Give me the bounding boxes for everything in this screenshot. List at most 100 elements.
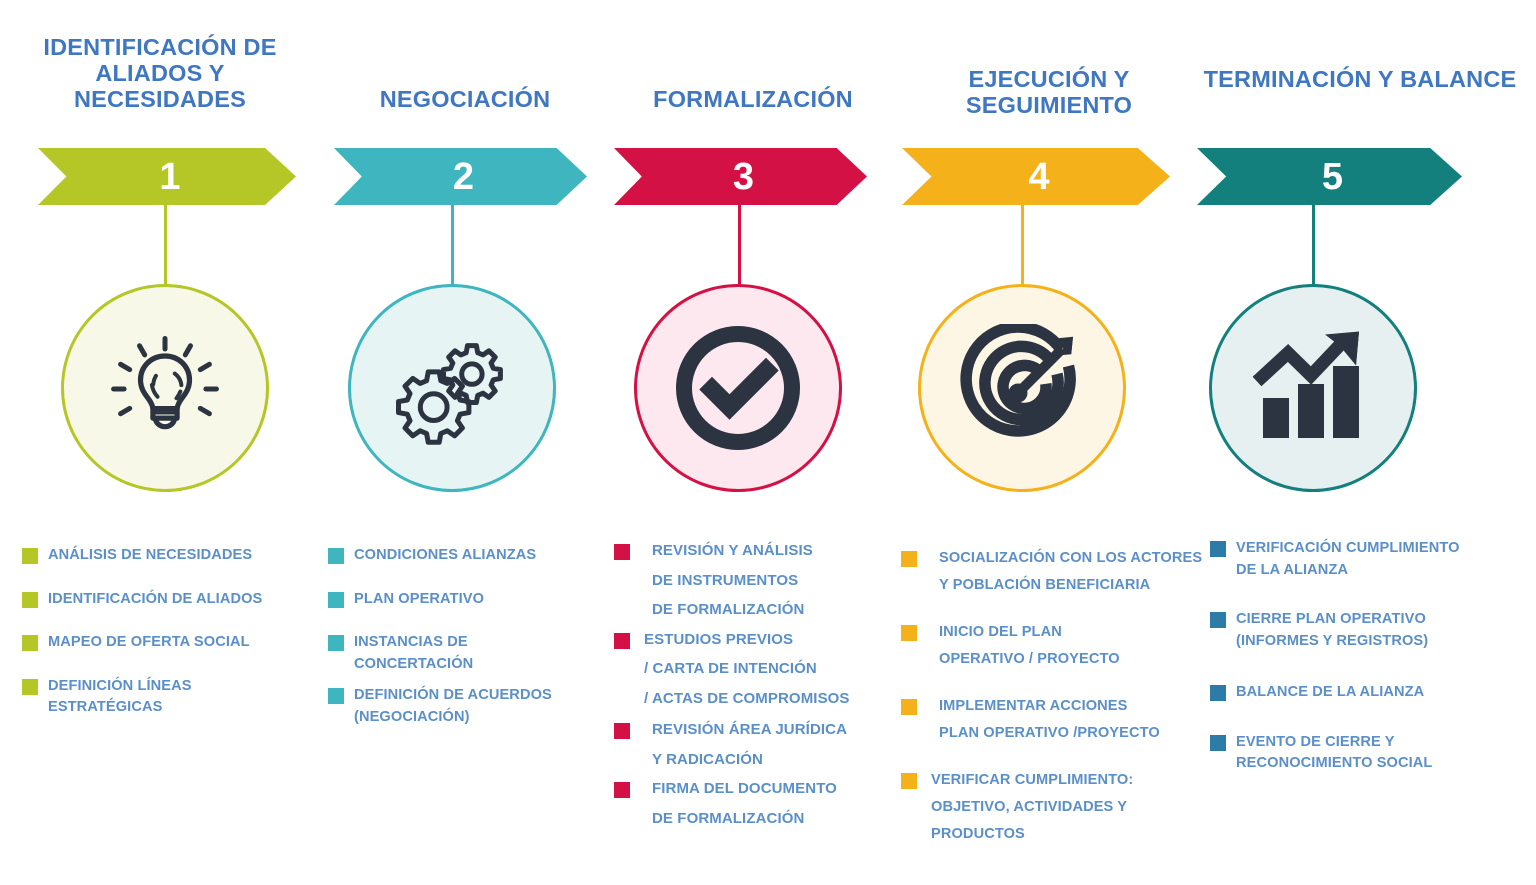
list-item: MAPEO DE OFERTA SOCIAL bbox=[22, 632, 310, 654]
list-item-label: DEFINICIÓN LÍNEAS ESTRATÉGICAS bbox=[48, 677, 192, 716]
list-item-label: VERIFICAR CUMPLIMIENTO: OBJETIVO, ACTIVI… bbox=[931, 772, 1134, 842]
list-item-label: MAPEO DE OFERTA SOCIAL bbox=[48, 634, 250, 650]
list-item-label: PLAN OPERATIVO bbox=[354, 590, 485, 607]
list-item: FIRMA DEL DOCUMENTO DE FORMALIZACIÓN bbox=[614, 774, 898, 833]
bullet-square-icon bbox=[22, 548, 38, 564]
list-item-label: FIRMA DEL DOCUMENTO DE FORMALIZACIÓN bbox=[652, 780, 837, 827]
process-step-2: NEGOCIACIÓN 2 CONDICIONES ALIANZAS bbox=[320, 0, 610, 885]
list-item-label: ANÁLISIS DE NECESIDADES bbox=[48, 547, 253, 563]
step-5-title: TERMINACIÓN Y BALANCE bbox=[1203, 66, 1517, 92]
list-item: IMPLEMENTAR ACCIONES PLAN OPERATIVO /PRO… bbox=[901, 693, 1205, 747]
list-item: CIERRE PLAN OPERATIVO (INFORMES Y REGIST… bbox=[1210, 609, 1520, 652]
bullet-square-icon bbox=[22, 635, 38, 651]
list-item-label: INICIO DEL PLAN OPERATIVO / PROYECTO bbox=[939, 624, 1120, 667]
bullet-square-icon bbox=[614, 544, 630, 560]
step-3-connector bbox=[738, 196, 741, 288]
list-item: CONDICIONES ALIANZAS bbox=[328, 545, 610, 567]
bullet-square-icon bbox=[901, 699, 917, 715]
bullet-square-icon bbox=[614, 723, 630, 739]
step-2-icon-circle bbox=[348, 284, 556, 492]
list-item-label: ESTUDIOS PREVIOS / CARTA DE INTENCIÓN / … bbox=[644, 630, 850, 707]
bullet-square-icon bbox=[328, 548, 344, 564]
step-2-banner: 2 bbox=[334, 148, 587, 205]
step-4-banner: 4 bbox=[902, 148, 1170, 205]
step-1-icon-circle bbox=[61, 284, 269, 492]
step-4-title: EJECUCIÓN Y SEGUIMIENTO bbox=[965, 66, 1133, 118]
list-item: VERIFICACIÓN CUMPLIMIENTO DE LA ALIANZA bbox=[1210, 538, 1520, 581]
list-item: REVISIÓN ÁREA JURÍDICA Y RADICACIÓN bbox=[614, 715, 898, 774]
step-1-connector bbox=[164, 196, 167, 288]
step-3-icon-circle bbox=[634, 284, 842, 492]
step-5-number: 5 bbox=[1321, 155, 1344, 198]
bullet-square-icon bbox=[328, 591, 344, 608]
step-1-banner: 1 bbox=[38, 148, 296, 205]
target-icon bbox=[958, 324, 1086, 452]
list-item: ESTUDIOS PREVIOS / CARTA DE INTENCIÓN / … bbox=[614, 625, 898, 714]
list-item: DEFINICIÓN LÍNEAS ESTRATÉGICAS bbox=[22, 676, 310, 719]
list-item: IDENTIFICACIÓN DE ALIADOS bbox=[22, 589, 310, 611]
list-item-label: IMPLEMENTAR ACCIONES PLAN OPERATIVO /PRO… bbox=[939, 698, 1160, 741]
list-item-label: IDENTIFICACIÓN DE ALIADOS bbox=[48, 590, 263, 607]
list-item: DEFINICIÓN DE ACUERDOS (NEGOCIACIÓN) bbox=[328, 685, 610, 728]
list-item: BALANCE DE LA ALIANZA bbox=[1210, 682, 1520, 704]
list-item: REVISIÓN Y ANÁLISIS DE INSTRUMENTOS DE F… bbox=[614, 536, 898, 625]
list-item-label: DEFINICIÓN DE ACUERDOS (NEGOCIACIÓN) bbox=[354, 687, 552, 725]
bullet-square-icon bbox=[614, 632, 630, 649]
bullet-square-icon bbox=[614, 782, 630, 798]
list-item: INSTANCIAS DE CONCERTACIÓN bbox=[328, 632, 610, 675]
process-step-1: IDENTIFICACIÓN DE ALIADOS Y NECESIDADES … bbox=[10, 0, 310, 885]
bullet-square-icon bbox=[901, 551, 917, 567]
bullet-square-icon bbox=[1210, 612, 1226, 628]
step-3-bullet-list: REVISIÓN Y ANÁLISIS DE INSTRUMENTOS DE F… bbox=[614, 536, 898, 833]
check-circle-icon bbox=[673, 323, 803, 453]
bullet-square-icon bbox=[328, 635, 344, 651]
step-5-connector bbox=[1312, 196, 1315, 288]
bullet-square-icon bbox=[901, 773, 917, 789]
list-item: ANÁLISIS DE NECESIDADES bbox=[22, 545, 310, 567]
step-3-title: FORMALIZACIÓN bbox=[653, 86, 853, 112]
list-item-label: REVISIÓN ÁREA JURÍDICA Y RADICACIÓN bbox=[652, 721, 848, 768]
bullet-square-icon bbox=[1210, 734, 1226, 751]
bullet-square-icon bbox=[328, 688, 344, 704]
step-4-connector bbox=[1021, 196, 1024, 288]
step-2-number: 2 bbox=[452, 155, 475, 198]
list-item-label: SOCIALIZACIÓN CON LOS ACTORES Y POBLACIÓ… bbox=[939, 550, 1203, 593]
step-1-number: 1 bbox=[159, 155, 181, 198]
step-2-bullet-list: CONDICIONES ALIANZAS PLAN OPERATIVO INST… bbox=[328, 545, 610, 728]
step-4-icon-circle bbox=[918, 284, 1126, 492]
lightbulb-icon bbox=[105, 328, 225, 448]
list-item: SOCIALIZACIÓN CON LOS ACTORES Y POBLACIÓ… bbox=[901, 545, 1205, 599]
list-item: PLAN OPERATIVO bbox=[328, 589, 610, 611]
step-5-icon-circle bbox=[1209, 284, 1417, 492]
list-item-label: BALANCE DE LA ALIANZA bbox=[1236, 684, 1425, 700]
list-item-label: INSTANCIAS DE CONCERTACIÓN bbox=[354, 634, 474, 672]
gears-icon bbox=[392, 328, 512, 448]
bullet-square-icon bbox=[1210, 685, 1226, 701]
list-item-label: CONDICIONES ALIANZAS bbox=[354, 547, 537, 563]
step-4-bullet-list: SOCIALIZACIÓN CON LOS ACTORES Y POBLACIÓ… bbox=[901, 545, 1205, 848]
step-3-number: 3 bbox=[732, 155, 755, 198]
step-1-bullet-list: ANÁLISIS DE NECESIDADES IDENTIFICACIÓN D… bbox=[22, 545, 310, 719]
list-item-label: EVENTO DE CIERRE Y RECONOCIMIENTO SOCIAL bbox=[1236, 733, 1433, 772]
process-step-3: FORMALIZACIÓN 3 REVISIÓN Y ANÁLISIS DE I… bbox=[608, 0, 898, 885]
list-item: EVENTO DE CIERRE Y RECONOCIMIENTO SOCIAL bbox=[1210, 732, 1520, 775]
list-item-label: REVISIÓN Y ANÁLISIS DE INSTRUMENTOS DE F… bbox=[652, 542, 813, 618]
step-3-banner: 3 bbox=[614, 148, 867, 205]
process-step-4: EJECUCIÓN Y SEGUIMIENTO 4 SOCIA bbox=[893, 0, 1205, 885]
growth-chart-icon bbox=[1251, 326, 1375, 450]
step-1-title: IDENTIFICACIÓN DE ALIADOS Y NECESIDADES bbox=[43, 34, 277, 112]
list-item: INICIO DEL PLAN OPERATIVO / PROYECTO bbox=[901, 619, 1205, 673]
list-item-label: VERIFICACIÓN CUMPLIMIENTO DE LA ALIANZA bbox=[1236, 540, 1460, 578]
step-2-connector bbox=[451, 196, 454, 288]
bullet-square-icon bbox=[22, 591, 38, 608]
step-2-title: NEGOCIACIÓN bbox=[379, 86, 551, 112]
bullet-square-icon bbox=[22, 678, 38, 695]
step-4-number: 4 bbox=[1028, 155, 1050, 198]
list-item: VERIFICAR CUMPLIMIENTO: OBJETIVO, ACTIVI… bbox=[901, 767, 1205, 848]
step-5-bullet-list: VERIFICACIÓN CUMPLIMIENTO DE LA ALIANZA … bbox=[1210, 538, 1520, 775]
step-5-banner: 5 bbox=[1197, 148, 1462, 205]
bullet-square-icon bbox=[901, 625, 917, 641]
process-step-5: TERMINACIÓN Y BALANCE 5 VERIFICACIÓN CUM… bbox=[1197, 0, 1520, 885]
list-item-label: CIERRE PLAN OPERATIVO (INFORMES Y REGIST… bbox=[1236, 611, 1429, 649]
